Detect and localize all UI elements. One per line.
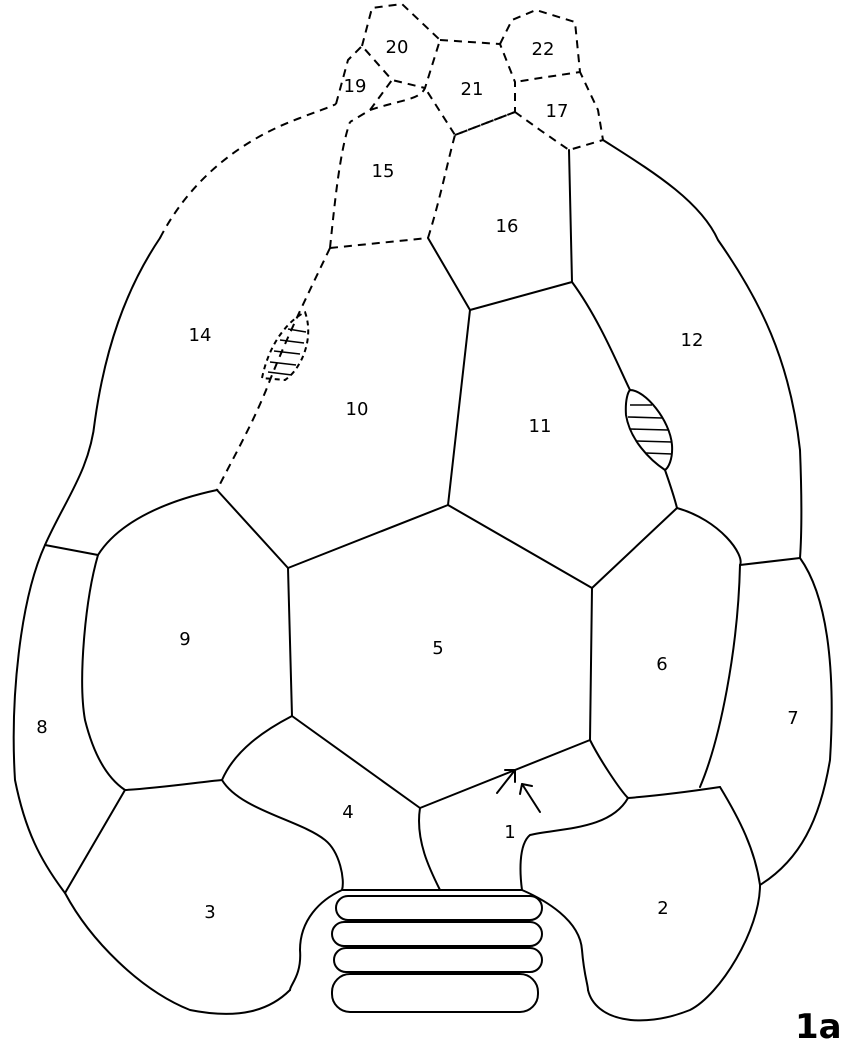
plate-label-6: 6 (656, 654, 667, 675)
plate-label-2: 2 (657, 898, 668, 919)
plate-label-22: 22 (532, 39, 555, 60)
arrows (497, 770, 540, 812)
outline-left (14, 238, 290, 1014)
plate-label-9: 9 (179, 629, 190, 650)
suture-10-11 (448, 310, 470, 505)
suture-9-8 (82, 555, 125, 790)
plate-label-10: 10 (346, 399, 369, 420)
plate-label-3: 3 (204, 902, 215, 923)
plate-label-20: 20 (386, 37, 409, 58)
plate-label-17: 17 (546, 101, 569, 122)
suture-16-11 (470, 282, 572, 310)
suture-9-4 (222, 716, 292, 780)
stem-disc-1 (336, 896, 542, 920)
suture-15-10 (330, 238, 428, 248)
plate-label-14: 14 (189, 325, 212, 346)
suture-1-2 (520, 798, 628, 890)
suture-6-2 (628, 787, 720, 798)
sutures (45, 150, 800, 990)
plate-label-8: 8 (36, 717, 47, 738)
suture-16-10 (428, 238, 470, 310)
suture-5-right (590, 588, 592, 740)
suture-15-14 (330, 122, 350, 248)
suture-8-3 (65, 790, 125, 893)
plate-label-5: 5 (432, 638, 443, 659)
hatched-opening-left (262, 312, 308, 380)
stem-disc-4 (332, 974, 538, 1012)
plate-labels: 1 2 3 4 5 6 7 8 9 10 11 12 14 15 16 17 1… (36, 37, 798, 923)
arrow-up-icon (522, 784, 540, 812)
figure-label: 1a (795, 1007, 842, 1047)
plate-label-11: 11 (529, 416, 552, 437)
suture-12-7 (740, 558, 800, 565)
plate-label-16: 16 (496, 216, 519, 237)
suture-11-12-lower (665, 470, 677, 508)
plate-label-21: 21 (461, 79, 484, 100)
suture-11-12 (572, 282, 630, 390)
outline-top-left-dashed (160, 104, 336, 238)
suture-1-6 (590, 740, 628, 798)
suture-9-14 (98, 490, 217, 555)
suture-5-bottom (292, 716, 590, 808)
stem-disc-3 (334, 948, 542, 972)
stem-disc-2 (332, 922, 542, 946)
suture-15-16 (428, 135, 455, 238)
suture-5-left (288, 568, 292, 716)
suture-2-7 (720, 787, 760, 885)
plate-label-4: 4 (342, 802, 353, 823)
suture-6-7 (677, 508, 741, 787)
suture-10-9 (217, 490, 288, 568)
suture-11-6 (592, 508, 677, 588)
stem-socket-right (522, 890, 588, 990)
stem (332, 896, 542, 1012)
suture-16-12 (569, 150, 572, 282)
plate-label-12: 12 (681, 330, 704, 351)
suture-15-21 (370, 88, 425, 110)
suture-10-14-dashed (217, 248, 330, 490)
outline-right (588, 140, 832, 1020)
suture-4-1 (419, 808, 440, 890)
suture-9-3 (125, 780, 222, 790)
plate-label-1: 1 (504, 822, 515, 843)
plate-label-15: 15 (372, 161, 395, 182)
suture-4-3 (222, 780, 343, 890)
hatched-opening-right (626, 390, 672, 470)
suture-14-8 (45, 545, 98, 555)
plate-label-7: 7 (787, 708, 798, 729)
suture-5-top (288, 505, 592, 588)
plate-label-19: 19 (344, 76, 367, 97)
